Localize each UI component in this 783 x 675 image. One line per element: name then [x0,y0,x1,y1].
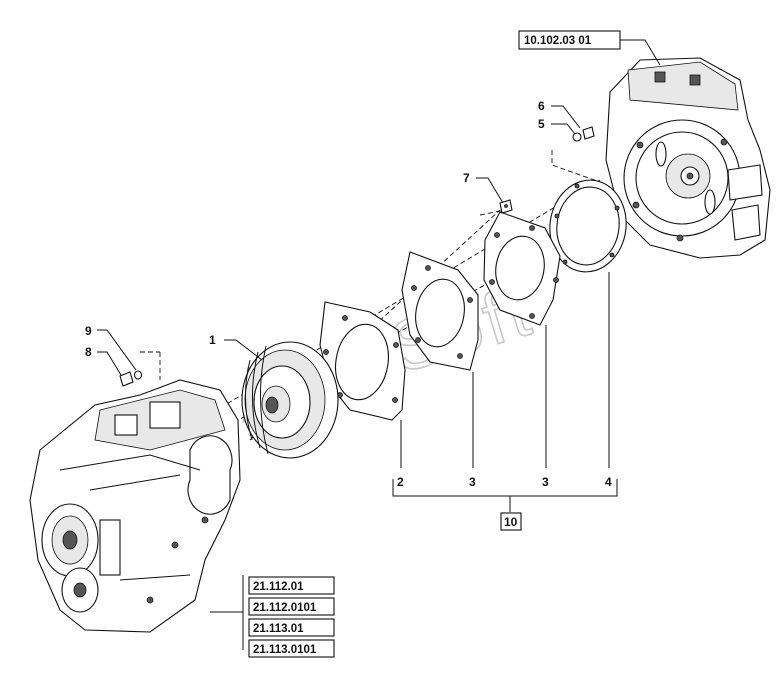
callout-7: 7 [463,171,470,185]
torque-converter [241,341,339,459]
bolt-7 [499,199,513,214]
transmission-ref-1: 21.112.01 [253,581,304,593]
transmission-ref-3: 21.113.01 [253,623,304,635]
bolt-5-6 [572,126,595,142]
callout-1: 1 [209,333,216,347]
callout-4: 4 [605,475,612,489]
callout-9: 9 [85,324,92,338]
bolt-8-9 [119,370,143,387]
drive-plate-b [483,211,561,326]
callout-10: 10 [504,515,518,529]
engine-housing-reference: 10.102.03 01 [518,30,621,50]
callout-3b: 3 [542,475,549,489]
transmission-ref-2: 21.112.0101 [253,602,317,614]
leader-lines [97,39,661,650]
callout-3a: 3 [469,475,476,489]
callout-labels: 1 2 3 3 4 5 6 7 8 9 [85,99,612,489]
callout-5: 5 [538,117,545,131]
engine-housing-ref-text: 10.102.03 01 [524,35,592,47]
gasket-ring [549,179,627,273]
kit-callout: 10 [500,512,522,531]
transmission-references: 21.112.01 21.112.0101 21.113.01 21.113.0… [248,576,335,658]
transmission-assembly [29,379,241,633]
drive-plate-a [401,251,479,371]
callout-6: 6 [538,99,545,113]
callout-2: 2 [397,475,404,489]
transmission-ref-4: 21.113.0101 [253,644,317,656]
callout-8: 8 [85,345,92,359]
flywheel-housing [605,57,771,259]
